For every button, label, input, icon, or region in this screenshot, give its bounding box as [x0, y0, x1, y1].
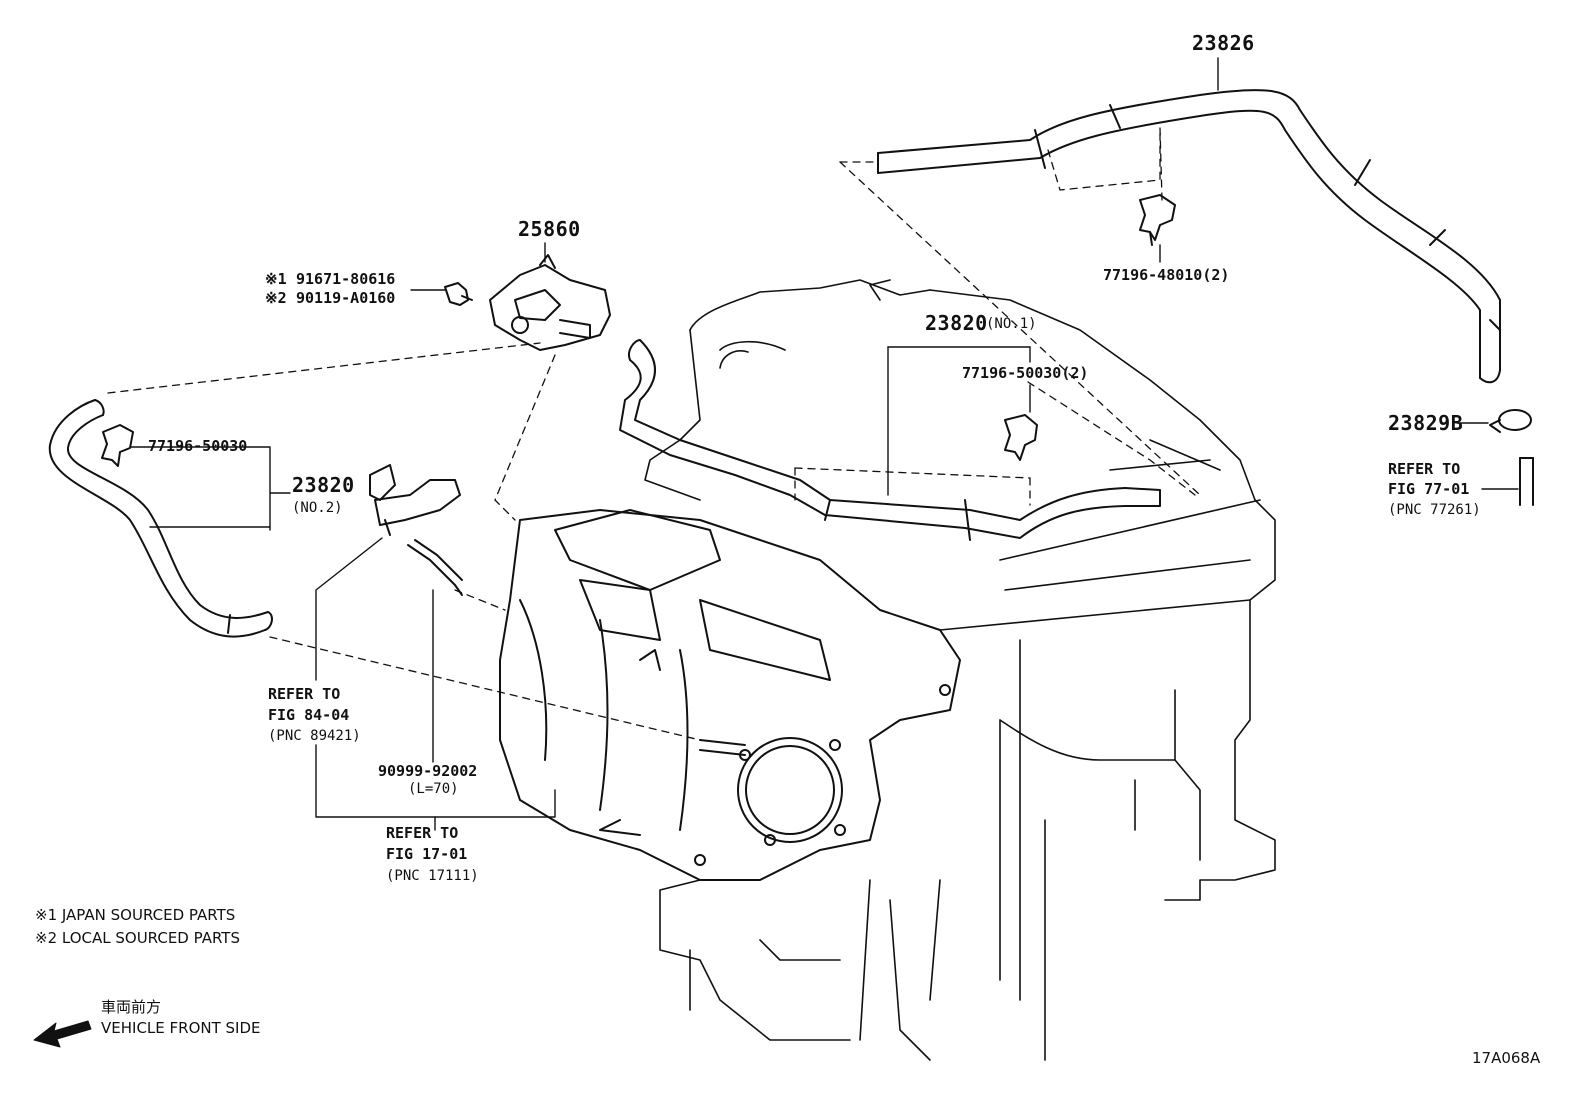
refer-77-line1: REFER TO	[1388, 460, 1461, 478]
tube-77261	[1519, 457, 1534, 506]
clamp-23829b	[1489, 409, 1532, 433]
figure-id: 17A068A	[1472, 1049, 1541, 1067]
hose-23826	[877, 89, 1501, 384]
label-90119-prefix: ※2	[265, 289, 287, 307]
refer-84-line3: (PNC 89421)	[268, 728, 361, 744]
label-23829b: 23829B	[1388, 411, 1464, 435]
label-90999-length: (L=70)	[408, 781, 459, 797]
label-23820-no2: 23820	[292, 473, 355, 497]
refer-17-line1: REFER TO	[386, 824, 459, 842]
intake-manifold	[499, 509, 961, 881]
hose-23820-no1	[619, 339, 1161, 541]
engine-block	[644, 279, 1276, 1061]
label-91671: 91671-80616	[296, 270, 396, 288]
label-77196-50030-2: 77196-50030(2)	[962, 364, 1089, 382]
note-japan-sourced: ※1 JAPAN SOURCED PARTS	[35, 906, 236, 924]
vsv-25860	[489, 254, 611, 351]
label-90119: 90119-A0160	[296, 289, 396, 307]
label-23826: 23826	[1192, 31, 1255, 55]
label-23820-no1: 23820	[925, 311, 988, 335]
direction-japanese: 車両前方	[101, 998, 162, 1016]
leader-lines	[129, 57, 1519, 831]
note-local-sourced: ※2 LOCAL SOURCED PARTS	[35, 929, 240, 947]
label-23820-no1-suffix: (NO.1)	[986, 316, 1037, 332]
sensor	[369, 464, 463, 596]
hose-23820-no2	[48, 399, 273, 638]
refer-17-line3: (PNC 17111)	[386, 868, 479, 884]
arrow-left-icon	[33, 1020, 92, 1048]
direction-english: VEHICLE FRONT SIDE	[101, 1019, 261, 1037]
clip-77196-48010	[1139, 194, 1176, 246]
clip-77196-50030-center	[1004, 414, 1038, 461]
label-23820-no2-suffix: (NO.2)	[292, 500, 343, 516]
dashed-lines	[107, 127, 1201, 741]
refer-77-line2: FIG 77-01	[1388, 480, 1470, 498]
label-77196-48010: 77196-48010(2)	[1103, 266, 1230, 284]
refer-84-line1: REFER TO	[268, 685, 341, 703]
label-91671-prefix: ※1	[265, 270, 287, 288]
refer-84-line2: FIG 84-04	[268, 706, 350, 724]
refer-77-line3: (PNC 77261)	[1388, 502, 1481, 518]
clip-77196-50030-left	[101, 424, 134, 467]
label-77196-50030: 77196-50030	[148, 437, 248, 455]
refer-17-line2: FIG 17-01	[386, 845, 468, 863]
label-90999-92002: 90999-92002	[378, 762, 478, 780]
bolt-91671	[444, 282, 473, 306]
label-25860: 25860	[518, 217, 581, 241]
